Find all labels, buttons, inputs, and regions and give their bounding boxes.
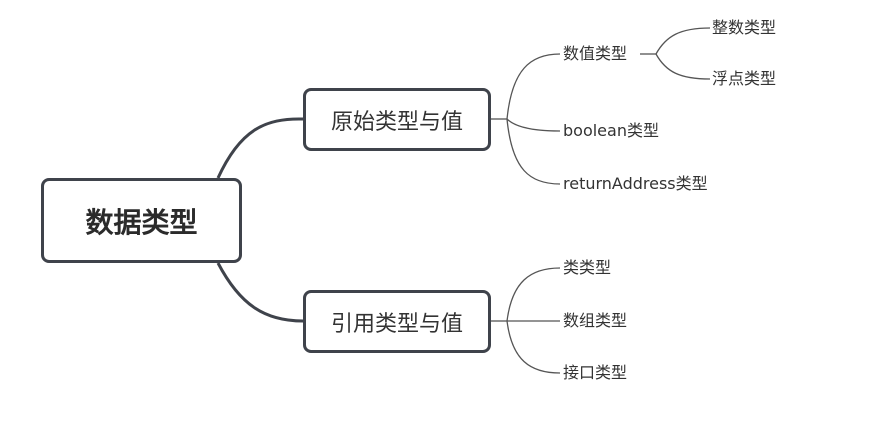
branch-node-reference[interactable]: 引用类型与值	[303, 290, 491, 353]
leaf-node-array[interactable]: 数组类型	[563, 311, 628, 330]
leaf-node-interface[interactable]: 接口类型	[563, 363, 628, 382]
branch-node-primitive[interactable]: 原始类型与值	[303, 88, 491, 151]
connector-b2-c1	[506, 267, 561, 322]
leaf-node-class[interactable]: 类类型	[563, 258, 612, 277]
leaf-node-float[interactable]: 浮点类型	[712, 69, 777, 88]
leaf-node-return-address[interactable]: returnAddress类型	[563, 174, 708, 193]
root-node[interactable]: 数据类型	[41, 178, 242, 263]
connector-b1-c3	[506, 118, 561, 185]
connector-numeric-float	[655, 53, 711, 80]
leaf-node-numeric[interactable]: 数值类型	[563, 44, 628, 63]
leaf-node-integer[interactable]: 整数类型	[712, 18, 777, 37]
connector-b1-c2	[506, 118, 561, 132]
leaf-node-boolean[interactable]: boolean类型	[563, 121, 659, 140]
connector-b2-c3	[506, 320, 561, 374]
connector-numeric-int	[655, 27, 711, 55]
connector-b1-c1	[506, 53, 561, 120]
connector-root-branch-1	[216, 117, 304, 179]
connector-root-branch-2	[216, 262, 304, 323]
